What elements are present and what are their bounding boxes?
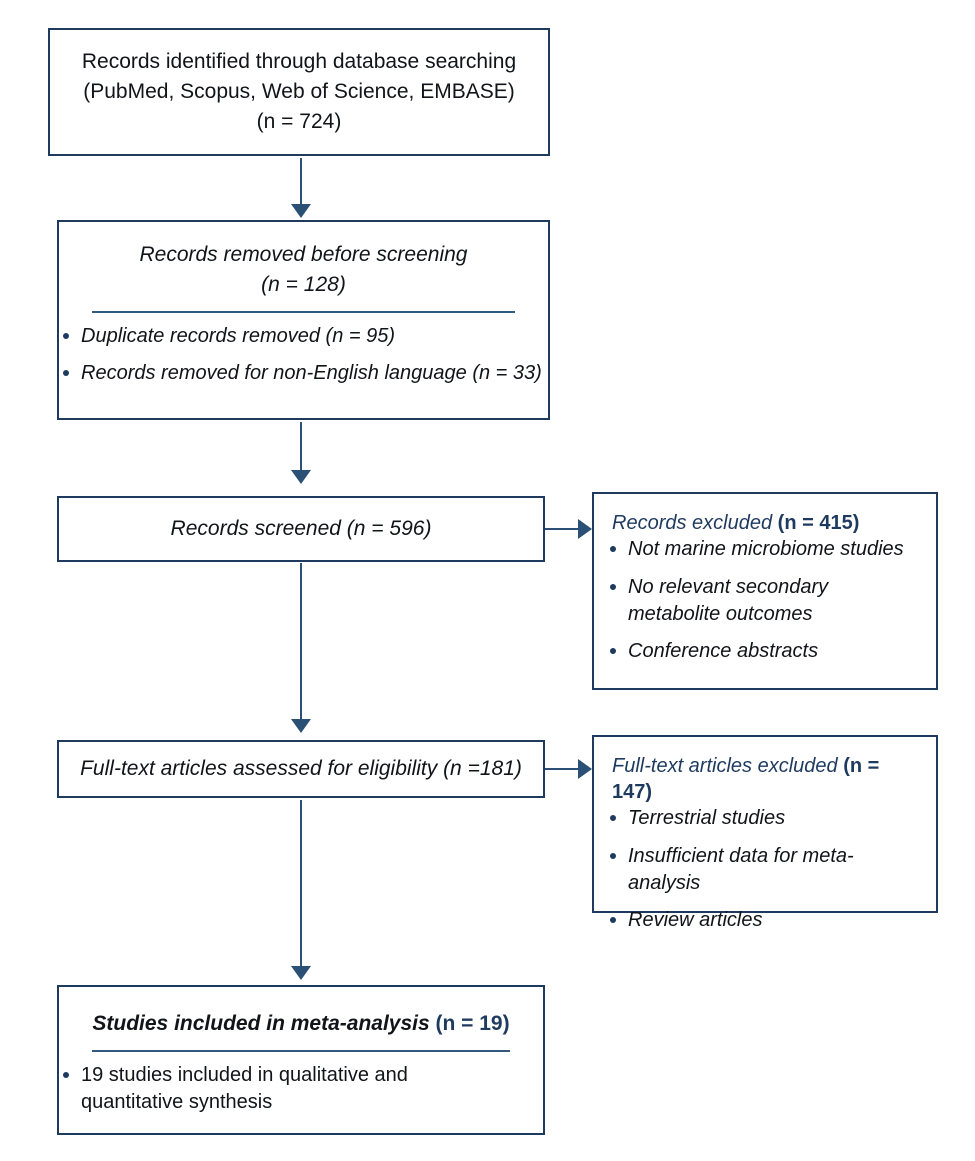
records-identified-line1: Records identified through database sear… [81,50,517,74]
studies-included-header: Studies included in meta-analysis (n = 1… [59,1009,543,1039]
studies-included-count: (n = 19) [435,1012,510,1035]
box-records-removed-before-screening: Records removed before screening (n = 12… [57,220,550,420]
records-excluded-count: (n = 415) [777,512,860,534]
fulltext-excluded-count: (n = 147) [612,755,880,803]
fulltext-assessed-label: Full-text articles assessed for eligibil… [80,757,522,781]
connector-arrow-fulltext-to-excluded [578,759,592,779]
box-studies-included: Studies included in meta-analysis (n = 1… [57,985,545,1135]
connector-line-removed-to-screened [300,422,302,472]
box-fulltext-assessed: Full-text articles assessed for eligibil… [57,740,545,798]
list-item: Review articles [606,907,924,934]
box-records-identified: Records identified through database sear… [48,28,550,156]
divider-studies-included [92,1049,510,1052]
box-records-excluded: Records excluded (n = 415) Not marine mi… [592,492,938,690]
list-item: Not marine microbiome studies [606,536,924,563]
list-item: Conference abstracts [606,638,924,665]
studies-included-title: Studies included in meta-analysis [92,1012,436,1035]
records-removed-count: (n = 128) [261,272,346,296]
connector-line-screened-to-fulltext [300,563,302,721]
connector-line-fulltext-to-included [300,800,302,968]
list-item: Insufficient data for meta-analysis [606,843,924,897]
list-item: Records removed for non-English language… [59,360,548,387]
connector-arrow-identified-to-removed [291,204,311,218]
records-excluded-title: Records excluded [612,512,778,534]
records-screened-label: Records screened (n = 596) [170,517,432,541]
studies-included-list: 19 studies included in qualitative and q… [59,1062,543,1116]
box-records-screened: Records screened (n = 596) [57,496,545,562]
list-item: Terrestrial studies [606,805,924,832]
records-removed-list: Duplicate records removed (n = 95) Recor… [59,323,548,388]
records-identified-count: (n = 724) [256,109,342,133]
fulltext-excluded-title: Full-text articles excluded [612,755,844,777]
connector-arrow-removed-to-screened [291,470,311,484]
fulltext-excluded-list: Terrestrial studies Insufficient data fo… [606,805,924,934]
list-item: 19 studies included in qualitative and q… [59,1062,411,1116]
connector-arrow-screened-to-fulltext [291,719,311,733]
records-identified-line2: (PubMed, Scopus, Web of Science, EMBASE) [83,80,515,104]
list-item: Duplicate records removed (n = 95) [59,323,548,350]
list-item: No relevant secondary metabolite outcome… [606,574,878,628]
records-removed-title: Records removed before screening [139,243,468,266]
fulltext-excluded-header: Full-text articles excluded (n = 147) [606,753,924,805]
box-fulltext-excluded: Full-text articles excluded (n = 147) Te… [592,735,938,931]
connector-arrow-fulltext-to-included [291,966,311,980]
records-excluded-header: Records excluded (n = 415) [606,510,924,536]
connector-line-identified-to-removed [300,158,302,206]
records-excluded-list: Not marine microbiome studies No relevan… [606,536,924,665]
connector-line-screened-to-excluded [545,528,579,530]
connector-line-fulltext-to-excluded [545,768,579,770]
divider-records-removed [92,310,515,313]
connector-arrow-screened-to-excluded [578,519,592,539]
